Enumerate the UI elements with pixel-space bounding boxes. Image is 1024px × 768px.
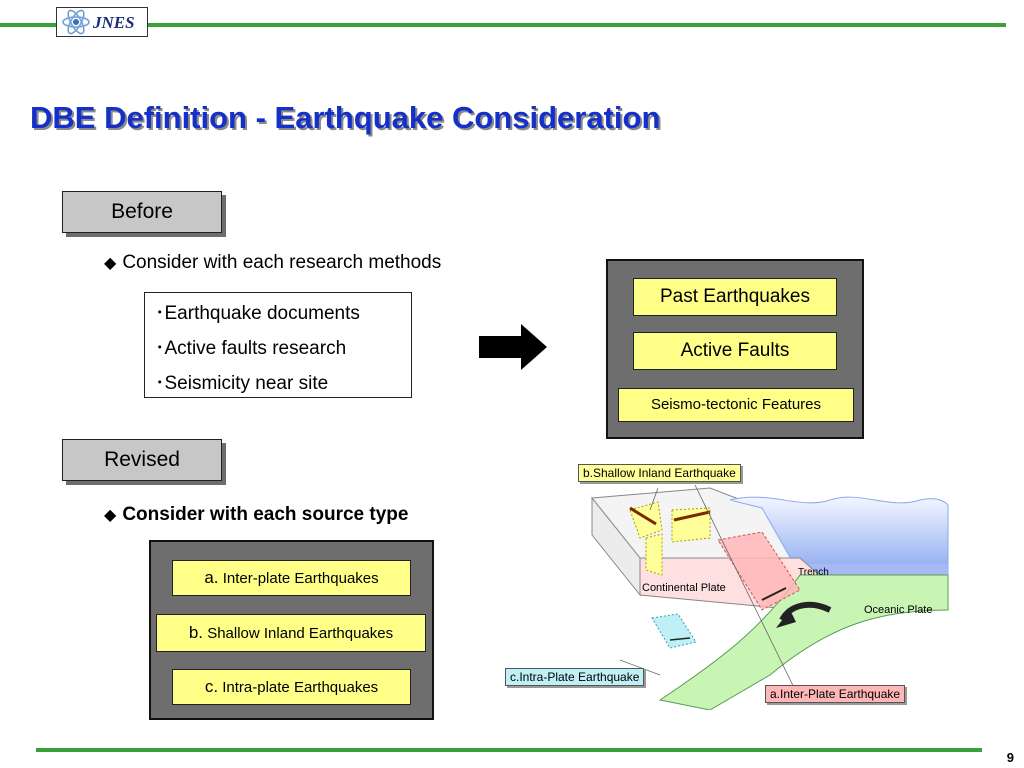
tectonic-diagram: Trench Continental Plate Oceanic Plate: [591, 484, 949, 710]
top-rule: [0, 23, 1006, 27]
sources-panel: a. Inter-plate Earthquakes b. Shallow In…: [149, 540, 434, 720]
before-bullet: ◆ Consider with each research methods: [104, 252, 441, 274]
intra-plate-zone: [651, 613, 697, 649]
revised-tag: Revised: [62, 439, 222, 481]
atom-icon: [62, 9, 90, 35]
ocean-band: [800, 564, 948, 575]
ocean-surface: [729, 496, 949, 576]
diamond-bullet-icon: ◆: [104, 507, 117, 524]
continental-label: Continental Plate: [642, 582, 726, 594]
source-prefix: c.: [204, 677, 219, 696]
source-shallow-inland: b. Shallow Inland Earthquakes: [156, 614, 426, 652]
subduction-arrow: [779, 601, 832, 622]
result-past-earthquakes: Past Earthquakes: [633, 278, 837, 316]
result-seismo-tectonic: Seismo-tectonic Features: [618, 388, 854, 422]
logo: JNES: [56, 7, 148, 37]
page-title: DBE Definition - Earthquake Consideratio…: [30, 100, 661, 135]
revised-bullet-text: Consider with each source type: [122, 504, 409, 525]
result-active-faults: Active Faults: [633, 332, 837, 370]
revised-bullet: ◆ Consider with each source type: [104, 504, 408, 526]
source-inter-plate: a. Inter-plate Earthquakes: [172, 560, 411, 596]
results-panel: Past Earthquakes Active Faults Seismo-te…: [606, 259, 864, 439]
method-item: ･Seismicity near site: [155, 373, 329, 394]
shallow-zone-2: [671, 507, 711, 543]
label-shallow-inland: b.Shallow Inland Earthquake: [578, 464, 741, 482]
source-text: Intra-plate Earthquakes: [222, 679, 379, 696]
bottom-rule: [36, 748, 982, 752]
methods-box: ･Earthquake documents ･Active faults res…: [144, 292, 412, 398]
method-item: ･Active faults research: [155, 338, 347, 359]
source-text: Inter-plate Earthquakes: [222, 570, 379, 587]
source-intra-plate: c. Intra-plate Earthquakes: [172, 669, 411, 705]
label-intra-plate: c.Intra-Plate Earthquake: [505, 668, 645, 686]
source-prefix: a.: [204, 568, 219, 587]
before-tag: Before: [62, 191, 222, 233]
shallow-zone-1: [629, 501, 663, 539]
source-text: Shallow Inland Earthquakes: [207, 625, 394, 642]
oceanic-label: Oceanic Plate: [864, 604, 932, 616]
right-arrow-icon: [479, 324, 547, 370]
trench-label: Trench: [798, 567, 829, 578]
diamond-bullet-icon: ◆: [104, 255, 117, 272]
source-prefix: b.: [188, 623, 204, 642]
shallow-zone-3: [645, 533, 663, 576]
before-bullet-text: Consider with each research methods: [122, 252, 442, 273]
method-item: ･Earthquake documents: [155, 303, 360, 324]
label-inter-plate: a.Inter-Plate Earthquake: [765, 685, 906, 703]
page-number: 9: [1006, 750, 1014, 765]
logo-text: JNES: [93, 13, 135, 32]
oceanic-plate: [658, 574, 949, 710]
